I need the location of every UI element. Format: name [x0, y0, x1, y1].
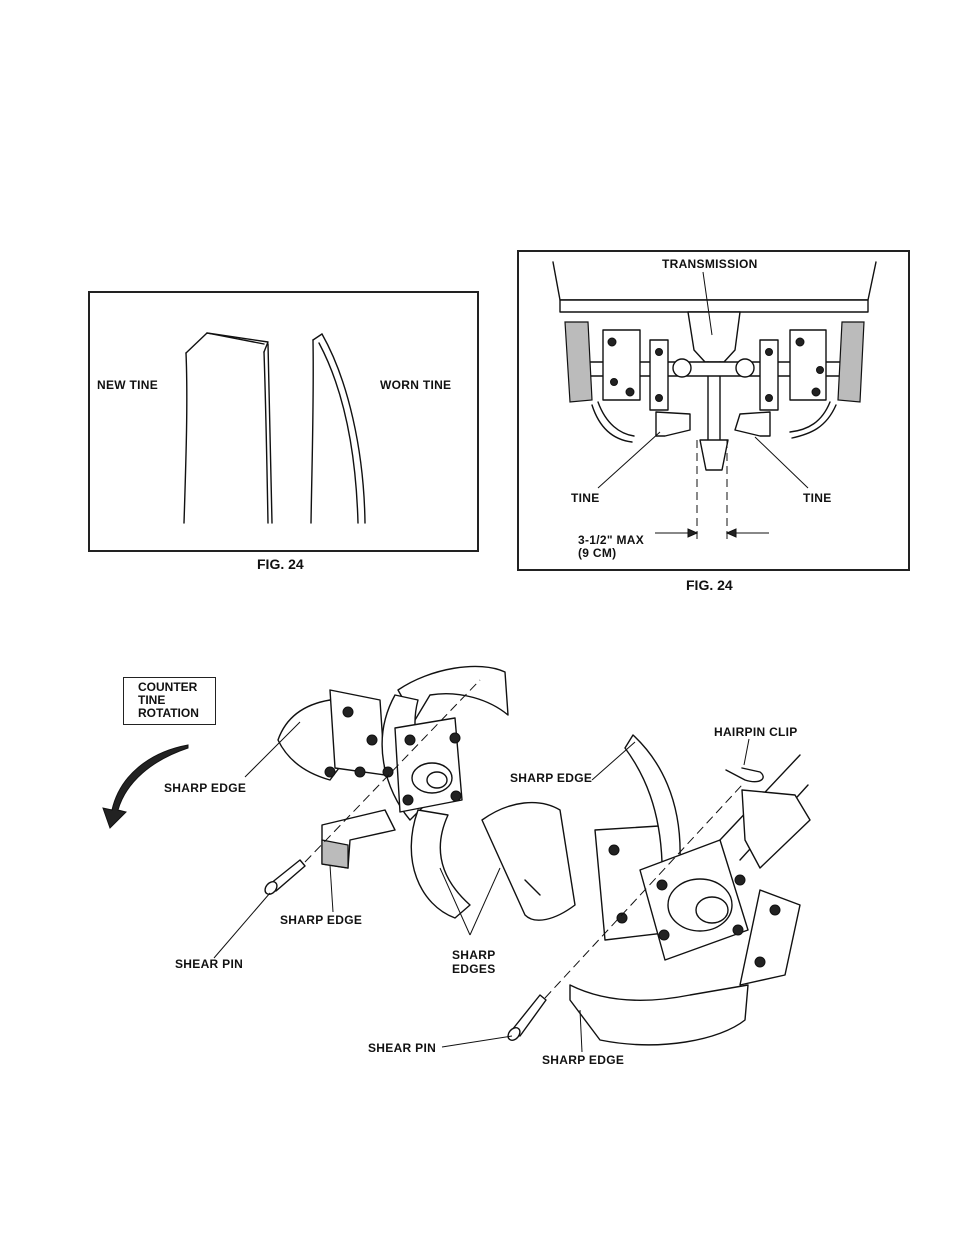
figure-caption-left: FIG. 24: [257, 556, 304, 572]
worn-tine-label: WORN TINE: [380, 378, 451, 392]
sharp-edge-label-center-right: SHARP EDGE: [510, 771, 592, 785]
tine-left-label: TINE: [571, 491, 600, 505]
transmission-label: TRANSMISSION: [662, 257, 758, 271]
sharp-edge-label-bottom-right: SHARP EDGE: [542, 1053, 624, 1067]
shear-pin-label-right: SHEAR PIN: [368, 1041, 436, 1055]
gap-max-label: 3-1/2" MAX: [578, 533, 644, 547]
sharp-edge-label-upper-left: SHARP EDGE: [164, 781, 246, 795]
new-tine-label: NEW TINE: [97, 378, 158, 392]
sharp-edge-label-center-left: SHARP EDGE: [280, 913, 362, 927]
new-vs-worn-tine-panel: [88, 291, 479, 552]
tine-spacing-panel: [517, 250, 910, 571]
figure-caption-right: FIG. 24: [686, 577, 733, 593]
tine-right-label: TINE: [803, 491, 832, 505]
shear-pin-label-left: SHEAR PIN: [175, 957, 243, 971]
counter-tine-rotation-box: COUNTER TINE ROTATION: [123, 677, 216, 725]
sharp-edges-label-line-1: SHARP: [452, 948, 496, 962]
gap-metric-label: (9 CM): [578, 546, 616, 560]
sharp-edges-label-line-2: EDGES: [452, 962, 496, 976]
hairpin-clip-label: HAIRPIN CLIP: [714, 725, 798, 739]
rotation-box-line-3: ROTATION: [138, 707, 215, 720]
